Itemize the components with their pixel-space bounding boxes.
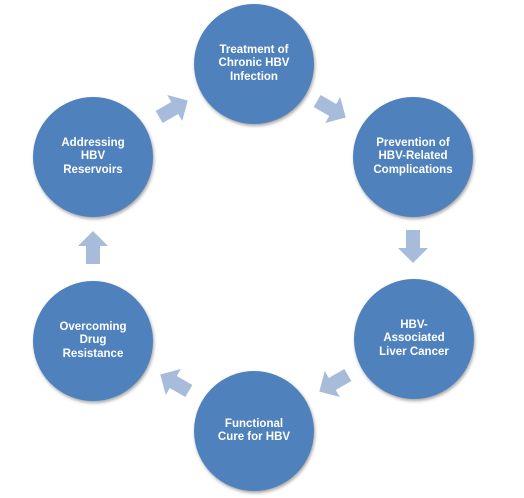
node-label: Addressing HBV Reservoirs	[61, 136, 125, 176]
node-addressing-hbv-reservoirs: Addressing HBV Reservoirs	[33, 97, 153, 217]
node-overcoming-drug-resistance: Overcoming Drug Resistance	[33, 281, 153, 401]
node-label: Overcoming Drug Resistance	[59, 320, 127, 360]
node-label: Prevention of HBV-Related Complications	[373, 136, 453, 176]
node-hbv-associated-liver-cancer: HBV- Associated Liver Cancer	[354, 279, 474, 399]
arrow-functional-cure-to-drug-resistance-icon	[157, 367, 193, 399]
node-label: HBV- Associated Liver Cancer	[379, 318, 449, 358]
arrow-drug-resistance-to-reservoirs-icon	[75, 231, 111, 264]
node-label: Functional Cure for HBV	[217, 417, 291, 444]
node-prevention-of-hbv-related-complications: Prevention of HBV-Related Complications	[353, 97, 473, 217]
node-treatment-of-chronic-hbv-infection: Treatment of Chronic HBV Infection	[194, 4, 314, 124]
arrow-reservoirs-to-treatment-icon	[155, 93, 191, 125]
node-label: Treatment of Chronic HBV Infection	[218, 43, 290, 83]
arrow-prevention-to-liver-cancer-icon	[395, 230, 431, 263]
arrow-liver-cancer-to-functional-cure-icon	[316, 367, 352, 399]
arrow-treatment-to-prevention-icon	[313, 93, 349, 125]
node-functional-cure-for-hbv: Functional Cure for HBV	[194, 371, 314, 491]
